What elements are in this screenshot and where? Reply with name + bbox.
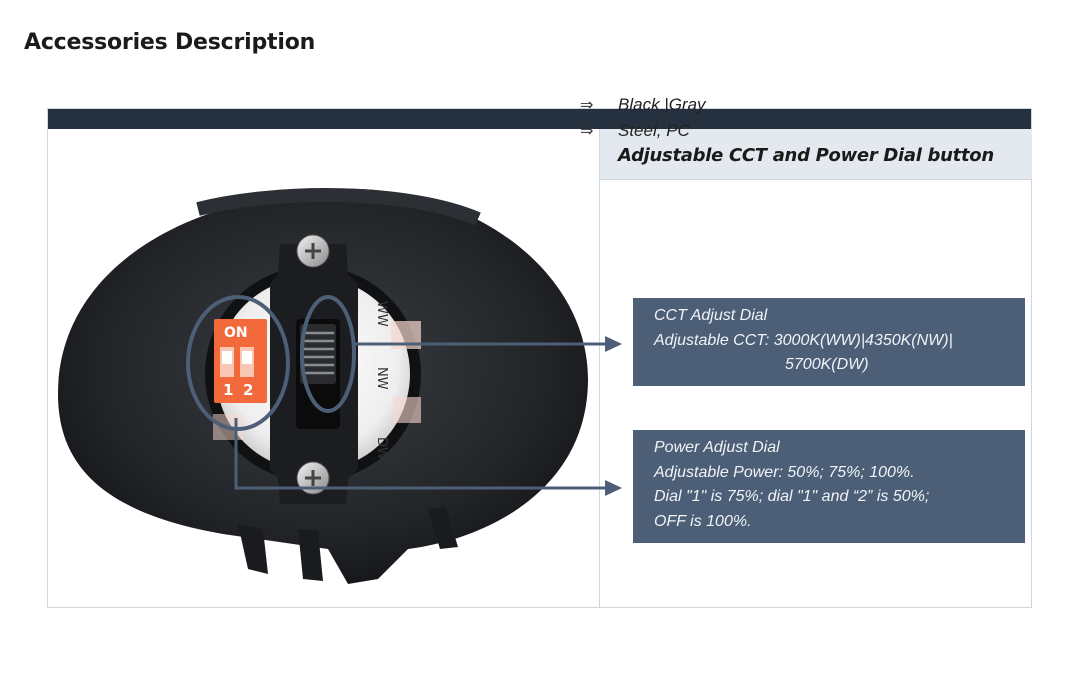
material-list: ⇒ Black |Gray ⇒ Steel, PC: [580, 92, 706, 144]
dial-mark-nw: NW: [374, 367, 389, 390]
cct-callout-line1: Adjustable CCT: 3000K(WW)|4350K(NW)|: [654, 331, 953, 349]
top-screw-icon: [296, 234, 330, 268]
dial-mark-dw: DW: [374, 437, 389, 460]
bottom-screw-icon: [296, 461, 330, 495]
product-photo: WW NW DW ON 1 2: [58, 188, 588, 584]
double-arrow-icon: ⇒: [580, 123, 594, 140]
power-callout: Power Adjust Dial Adjustable Power: 50%;…: [633, 430, 1025, 543]
cct-dial-wheel: [300, 324, 336, 384]
cct-dial-highlight: [300, 295, 356, 413]
page-title: Accessories Description: [24, 30, 316, 55]
dip-switch: ON 1 2: [214, 319, 267, 403]
list-item-text: Steel, PC: [618, 121, 690, 140]
dip-switch-pos2: 2: [243, 381, 253, 399]
power-callout-line3: OFF is 100%.: [654, 512, 752, 530]
cooling-fins: [196, 188, 481, 226]
list-item: ⇒ Steel, PC: [580, 118, 706, 144]
double-arrow-icon: ⇒: [580, 97, 594, 114]
dip-switch-on-label: ON: [224, 325, 248, 341]
list-item-text: Black |Gray: [618, 95, 706, 114]
dip-switch-pos1: 1: [223, 381, 233, 399]
cct-callout-title: CCT Adjust Dial: [654, 307, 768, 324]
feature-heading: Adjustable CCT and Power Dial button: [600, 129, 1032, 180]
cct-callout: CCT Adjust Dial Adjustable CCT: 3000K(WW…: [633, 298, 1025, 386]
panel-header-bar: [48, 109, 1031, 129]
power-callout-title: Power Adjust Dial: [654, 439, 780, 456]
cct-callout-line2: 5700K(DW): [785, 356, 869, 373]
feature-heading-text: Adjustable CCT and Power Dial button: [618, 145, 994, 166]
dial-mark-ww: WW: [374, 301, 389, 327]
panel-divider: [599, 129, 600, 608]
power-callout-line2: Dial "1" is 75%; dial "1" and “2” is 50%…: [654, 488, 930, 505]
list-item: ⇒ Black |Gray: [580, 92, 706, 118]
power-callout-line1: Adjustable Power: 50%; 75%; 100%.: [654, 463, 915, 481]
